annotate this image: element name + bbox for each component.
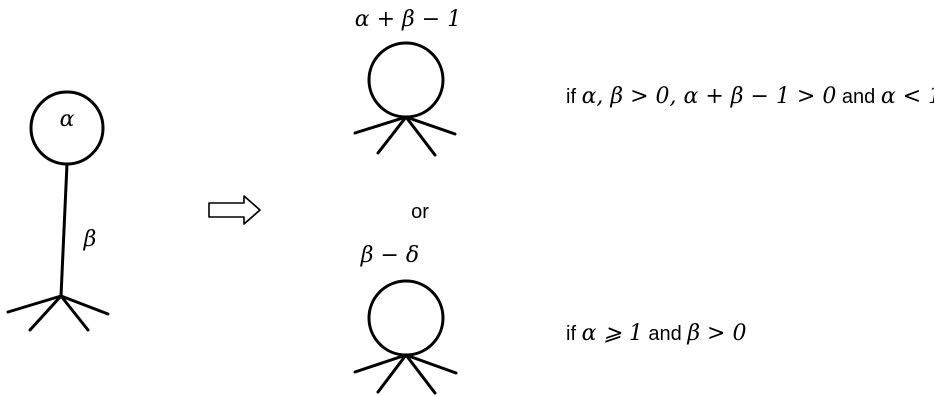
- bottom-leaf-fan: [353, 353, 458, 395]
- left-leaf-fan: [6, 294, 110, 332]
- bottom-condition: if α ⩾ 1 and β > 0: [566, 321, 746, 346]
- left-node-label: α: [60, 107, 75, 132]
- top-node-label: α + β − 1: [355, 7, 461, 32]
- bottom-node-label: β − δ: [360, 243, 419, 268]
- bottom-case: β − δ if α ⩾ 1 and β > 0: [353, 243, 746, 395]
- top-root-node: [367, 41, 445, 119]
- top-leaf-fan: [353, 115, 457, 157]
- or-separator: or: [411, 201, 429, 223]
- hollow-right-arrow-icon: [208, 195, 261, 225]
- left-edge-label: β: [83, 227, 97, 252]
- top-case: α + β − 1 if α, β > 0, α + β − 1 > 0 and…: [353, 7, 934, 157]
- top-condition: if α, β > 0, α + β − 1 > 0 and α < 1: [566, 84, 934, 109]
- left-stem-edge: [59, 162, 69, 298]
- left-tree: α β: [6, 90, 110, 332]
- bottom-root-node: [367, 279, 445, 357]
